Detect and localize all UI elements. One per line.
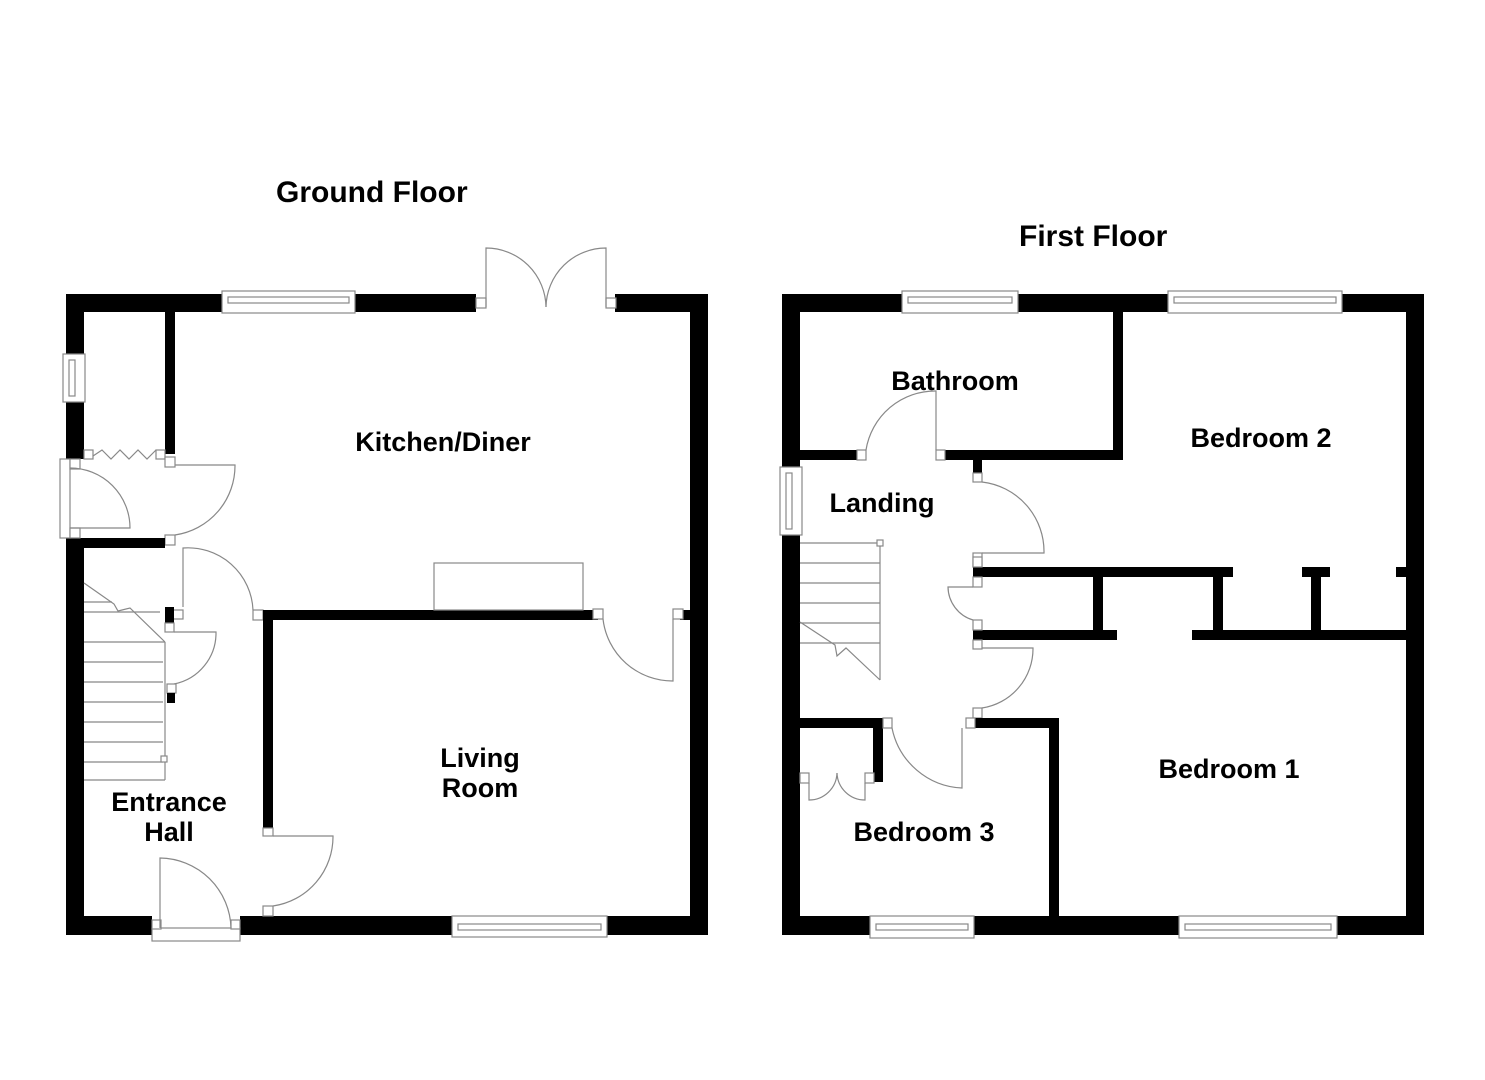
staircase-ground <box>83 582 168 781</box>
wall <box>873 718 883 782</box>
wall <box>66 538 84 935</box>
wall <box>615 294 708 312</box>
wall <box>263 610 273 828</box>
wall <box>1093 577 1103 630</box>
first-floor-title: First Floor <box>1019 220 1168 253</box>
window-bedroom-3 <box>869 915 975 939</box>
wall <box>1192 630 1406 640</box>
wall <box>1396 567 1406 577</box>
wall <box>1302 567 1330 577</box>
window-bedroom-2 <box>1167 290 1343 314</box>
side-door <box>59 458 131 539</box>
fireplace <box>433 562 584 611</box>
wall <box>782 916 870 935</box>
room-label-living-room: Living Room <box>440 743 520 803</box>
staircase-first <box>799 539 884 681</box>
window-living-room <box>451 915 608 938</box>
wall <box>1406 294 1424 935</box>
wall <box>1018 294 1168 312</box>
wall <box>84 538 165 548</box>
wall <box>1311 577 1321 630</box>
wall <box>782 294 800 467</box>
room-label-kitchen-diner: Kitchen/Diner <box>355 427 531 457</box>
wall <box>66 916 152 935</box>
door-bedroom-2 <box>972 460 1045 568</box>
door-hall-kitchen <box>165 547 264 623</box>
door-bedroom-3 <box>882 717 976 789</box>
door-bathroom <box>856 390 946 461</box>
wall <box>355 294 476 312</box>
wall <box>240 916 452 935</box>
room-label-bedroom-2: Bedroom 2 <box>1190 423 1332 453</box>
door-living-room <box>272 835 334 907</box>
wall <box>607 916 708 935</box>
room-label-landing: Landing <box>829 488 935 518</box>
wall <box>1213 577 1223 630</box>
wall <box>165 312 175 454</box>
wall <box>263 610 598 620</box>
room-label-bedroom-3: Bedroom 3 <box>853 817 995 847</box>
wall <box>973 567 1233 577</box>
window-kitchen <box>221 290 356 314</box>
room-label-entrance-hall: Entrance Hall <box>111 787 227 847</box>
door-utility-kitchen <box>164 456 236 546</box>
window-bathroom <box>901 290 1019 314</box>
wall <box>66 294 84 354</box>
bifold-door <box>83 449 166 460</box>
door-kitchen-living <box>592 608 684 682</box>
wall <box>800 450 857 460</box>
wall <box>1342 294 1424 312</box>
door-bedroom-1 <box>972 647 1034 719</box>
room-label-bedroom-1: Bedroom 1 <box>1158 754 1300 784</box>
window-landing <box>779 466 803 536</box>
wall <box>800 718 885 728</box>
wall <box>975 718 1059 728</box>
wall <box>782 294 902 312</box>
ground-floor-title: Ground Floor <box>276 176 468 209</box>
first-floor-plan <box>779 290 1424 939</box>
wardrobe-doors-bedroom-3 <box>799 772 875 801</box>
wall <box>690 294 708 935</box>
wall <box>974 916 1179 935</box>
window-bedroom-1 <box>1178 915 1338 939</box>
door-cupboard-landing <box>947 556 983 650</box>
wall <box>945 450 1123 460</box>
window-side <box>62 353 86 403</box>
wall <box>1113 312 1123 460</box>
door-cupboard <box>164 622 217 703</box>
room-label-bathroom: Bathroom <box>891 366 1019 396</box>
wall <box>66 402 84 459</box>
wall <box>782 535 800 935</box>
wall <box>1049 718 1059 916</box>
wall <box>1337 916 1424 935</box>
wall <box>680 610 690 620</box>
wall <box>973 630 1117 640</box>
wall <box>66 294 222 312</box>
front-door <box>151 857 241 942</box>
ground-floor-plan <box>59 247 708 942</box>
french-doors <box>475 247 617 309</box>
